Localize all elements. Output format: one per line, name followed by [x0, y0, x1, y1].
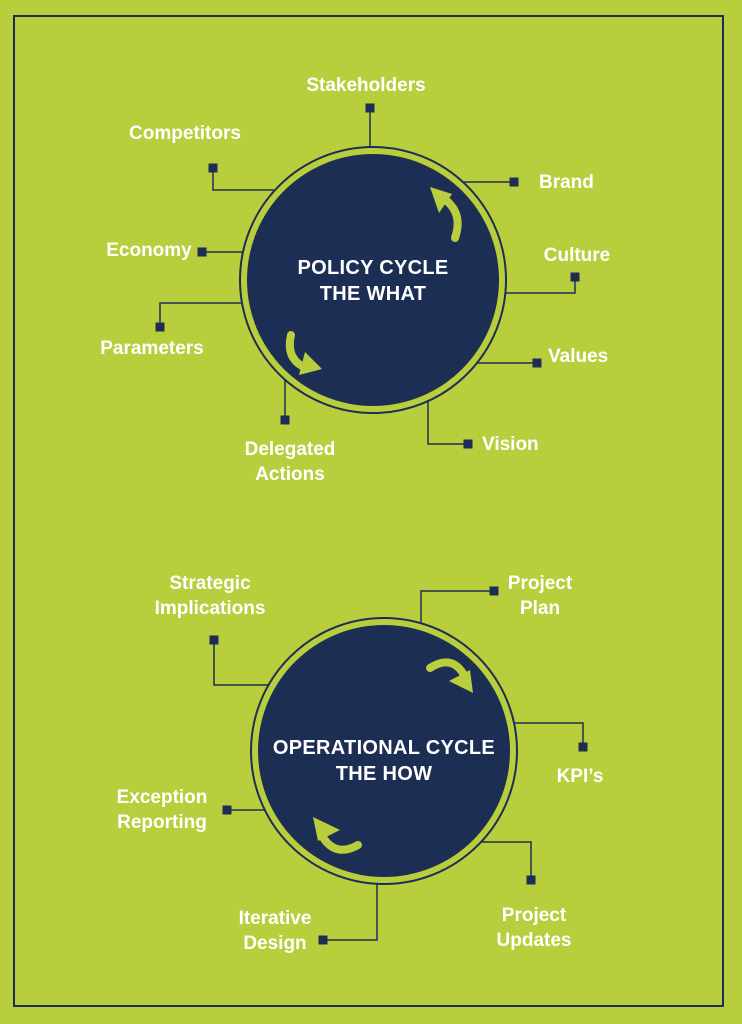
label-brand: Brand — [539, 172, 594, 193]
label-kpis: KPI’s — [556, 766, 604, 787]
node-square-vision — [463, 439, 473, 449]
label-delegated-actions-line1: Delegated — [244, 439, 336, 460]
connector-iterative-design — [323, 884, 378, 941]
label-exception-reporting-line2: Reporting — [117, 812, 207, 833]
label-culture: Culture — [543, 245, 611, 266]
operational-cycle-ring — [250, 617, 518, 885]
label-iterative-design-line2: Design — [243, 933, 307, 954]
label-strategic-implications-line1: Strategic — [169, 573, 251, 594]
node-square-exception-reporting — [222, 805, 232, 815]
label-project-plan-line1: Project — [507, 573, 573, 594]
node-square-parameters — [155, 322, 165, 332]
operational-cycle-group — [209, 586, 588, 945]
policy-cycle-title: POLICY CYCLE THE WHAT — [213, 255, 533, 307]
label-stakeholders: Stakeholders — [306, 75, 426, 96]
label-exception-reporting: Exception Reporting — [87, 785, 237, 835]
counterclockwise-arrow-bottom-icon — [285, 331, 322, 375]
node-square-stakeholders — [365, 103, 375, 113]
node-square-delegated-actions — [280, 415, 290, 425]
label-economy: Economy — [106, 240, 192, 261]
operational-cycle-circle — [258, 625, 510, 877]
node-square-culture — [570, 272, 580, 282]
node-square-values — [532, 358, 542, 368]
label-delegated-actions-line2: Actions — [255, 464, 325, 485]
node-square-brand — [509, 177, 519, 187]
connector-parameters — [159, 302, 242, 327]
label-project-updates-line2: Updates — [496, 930, 572, 951]
operational-cycle-title: OPERATIONAL CYCLE THE HOW — [224, 735, 544, 787]
node-square-competitors — [208, 163, 218, 173]
clockwise-arrow-top-icon — [426, 658, 473, 693]
label-delegated-actions: Delegated Actions — [215, 437, 365, 487]
label-competitors: Competitors — [129, 123, 241, 144]
node-square-economy — [197, 247, 207, 257]
node-square-strategic-implications — [209, 635, 219, 645]
connector-culture — [505, 277, 576, 294]
label-project-updates-line1: Project — [501, 905, 567, 926]
policy-cycle-ring — [239, 146, 507, 414]
label-project-plan-line2: Plan — [519, 598, 561, 619]
node-square-iterative-design — [318, 935, 328, 945]
connector-project-plan — [420, 590, 494, 623]
connector-project-updates — [481, 841, 532, 880]
policy-cycle-title-line2: THE WHAT — [319, 283, 427, 305]
connector-competitors — [212, 168, 274, 191]
page-border — [13, 15, 724, 1007]
label-iterative-design-line1: Iterative — [238, 908, 312, 929]
connector-vision — [427, 400, 468, 445]
policy-cycle-title-line1: POLICY CYCLE — [297, 257, 449, 279]
label-project-plan: Project Plan — [465, 571, 615, 621]
label-strategic-implications-line2: Implications — [154, 598, 266, 619]
label-exception-reporting-line1: Exception — [116, 787, 208, 808]
label-project-updates: Project Updates — [459, 903, 609, 953]
operational-cycle-title-line1: OPERATIONAL CYCLE — [272, 737, 496, 759]
clockwise-arrow-bottom-icon — [313, 817, 362, 854]
counterclockwise-arrow-top-icon — [430, 187, 462, 242]
node-square-project-plan — [489, 586, 499, 596]
policy-cycle-group — [155, 103, 580, 449]
node-square-project-updates — [526, 875, 536, 885]
label-parameters: Parameters — [100, 338, 204, 359]
policy-cycle-circle — [247, 154, 499, 406]
node-square-kpis — [578, 742, 588, 752]
operational-cycle-title-line2: THE HOW — [335, 763, 433, 785]
connector-strategic-implications — [213, 640, 269, 686]
label-strategic-implications: Strategic Implications — [135, 571, 285, 621]
connector-kpis — [514, 722, 584, 747]
label-iterative-design: Iterative Design — [200, 906, 350, 956]
label-vision: Vision — [482, 434, 539, 455]
label-values: Values — [548, 346, 609, 367]
